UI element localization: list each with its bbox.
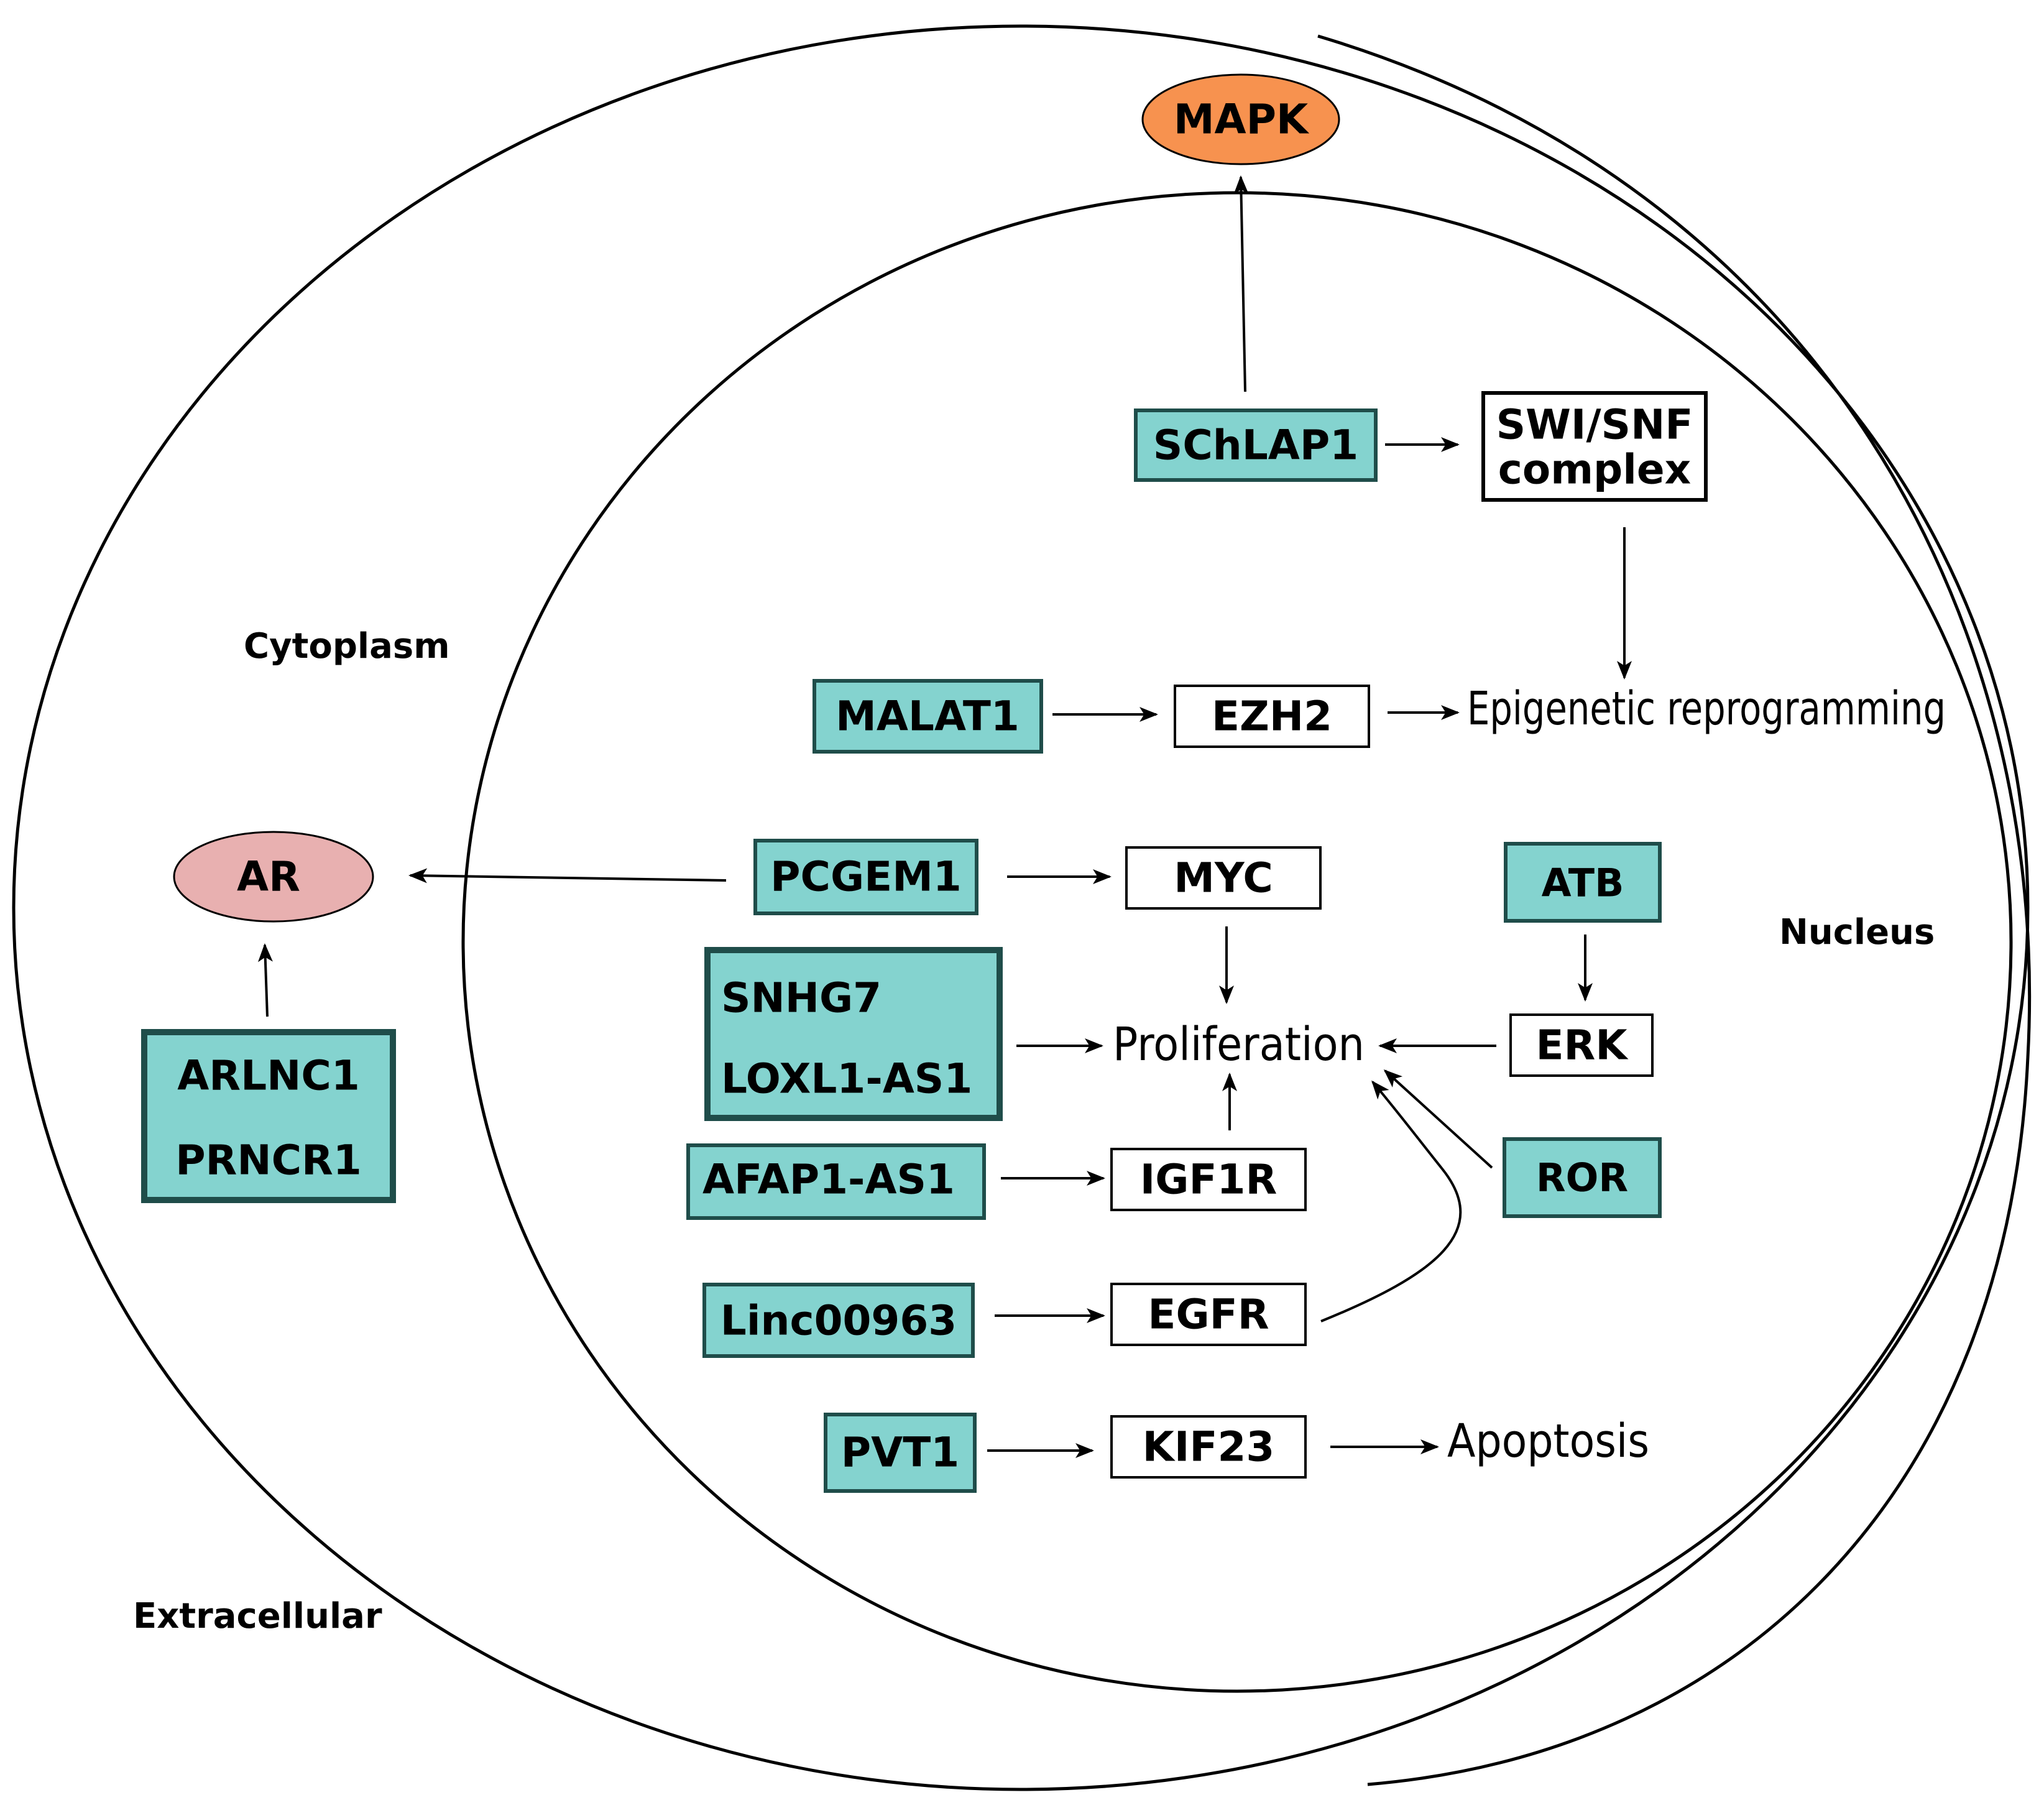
pcgem1-node: PCGEM1 <box>753 839 978 915</box>
linc00963-label: Linc00963 <box>720 1297 957 1345</box>
schlap1-node: SChLAP1 <box>1134 408 1378 482</box>
cytoplasm-label: Cytoplasm <box>244 626 450 667</box>
proliferation-label: Proliferation <box>1113 1018 1365 1071</box>
prncr1-label: PRNCR1 <box>175 1137 362 1184</box>
kif23-node: KIF23 <box>1110 1415 1307 1479</box>
swi-snf-label-line1: SWI/SNF <box>1496 401 1693 449</box>
swi-snf-label-line2: complex <box>1498 446 1691 494</box>
myc-node: MYC <box>1125 846 1322 910</box>
pvt1-label: PVT1 <box>841 1429 959 1477</box>
erk-label: ERK <box>1535 1022 1629 1069</box>
ror-node: ROR <box>1503 1137 1662 1218</box>
arrow-egfr-proliferation <box>1320 1080 1462 1322</box>
egfr-label: EGFR <box>1148 1291 1269 1339</box>
pcgem1-label: PCGEM1 <box>770 853 962 901</box>
loxl1-as1-label: LOXL1-AS1 <box>721 1055 972 1103</box>
atb-label: ATB <box>1542 861 1624 906</box>
cell-membrane <box>12 24 2030 1791</box>
extracellular-label: Extracellular <box>133 1596 382 1636</box>
arrows <box>257 175 1632 1458</box>
arrow-ror-proliferation <box>1383 1069 1493 1169</box>
egfr-node: EGFR <box>1110 1283 1307 1346</box>
nucleus-label: Nucleus <box>1779 912 1935 953</box>
atb-node: ATB <box>1504 842 1662 923</box>
mapk-label: MAPK <box>1174 96 1310 144</box>
snhg7-loxl1-node: SNHG7 LOXL1-AS1 <box>704 947 1003 1121</box>
myc-label: MYC <box>1174 854 1273 902</box>
pvt1-node: PVT1 <box>824 1413 977 1493</box>
epigenetic-reprogramming-label: Epigenetic reprogramming <box>1467 682 1946 736</box>
snhg7-label: SNHG7 <box>721 974 882 1022</box>
igf1r-node: IGF1R <box>1110 1148 1307 1211</box>
malat1-node: MALAT1 <box>813 679 1043 754</box>
cell-membrane-right-edge <box>1317 34 2032 1786</box>
malat1-label: MALAT1 <box>836 693 1020 741</box>
afap1-as1-label: AFAP1-AS1 <box>702 1156 955 1204</box>
schlap1-label: SChLAP1 <box>1153 422 1358 469</box>
ezh2-label: EZH2 <box>1212 693 1332 741</box>
arrow-schlap1-mapk <box>1233 175 1249 392</box>
arrow-pcgem1-ar <box>408 868 727 884</box>
apoptosis-label: Apoptosis <box>1447 1415 1649 1468</box>
arlnc1-prncr1-node: ARLNC1 PRNCR1 <box>141 1029 396 1203</box>
swi-snf-node: SWI/SNF complex <box>1481 391 1708 502</box>
linc00963-node: Linc00963 <box>702 1283 975 1358</box>
ar-node: AR <box>173 831 374 923</box>
kif23-label: KIF23 <box>1143 1423 1275 1471</box>
ezh2-node: EZH2 <box>1174 685 1370 748</box>
arrow-arlnc1-ar <box>257 943 273 1017</box>
erk-node: ERK <box>1509 1013 1654 1077</box>
igf1r-label: IGF1R <box>1140 1156 1278 1204</box>
afap1-as1-node: AFAP1-AS1 <box>686 1143 986 1220</box>
ror-label: ROR <box>1536 1155 1628 1201</box>
arlnc1-label: ARLNC1 <box>177 1052 360 1100</box>
ar-label: AR <box>237 853 300 901</box>
mapk-node: MAPK <box>1141 73 1340 165</box>
